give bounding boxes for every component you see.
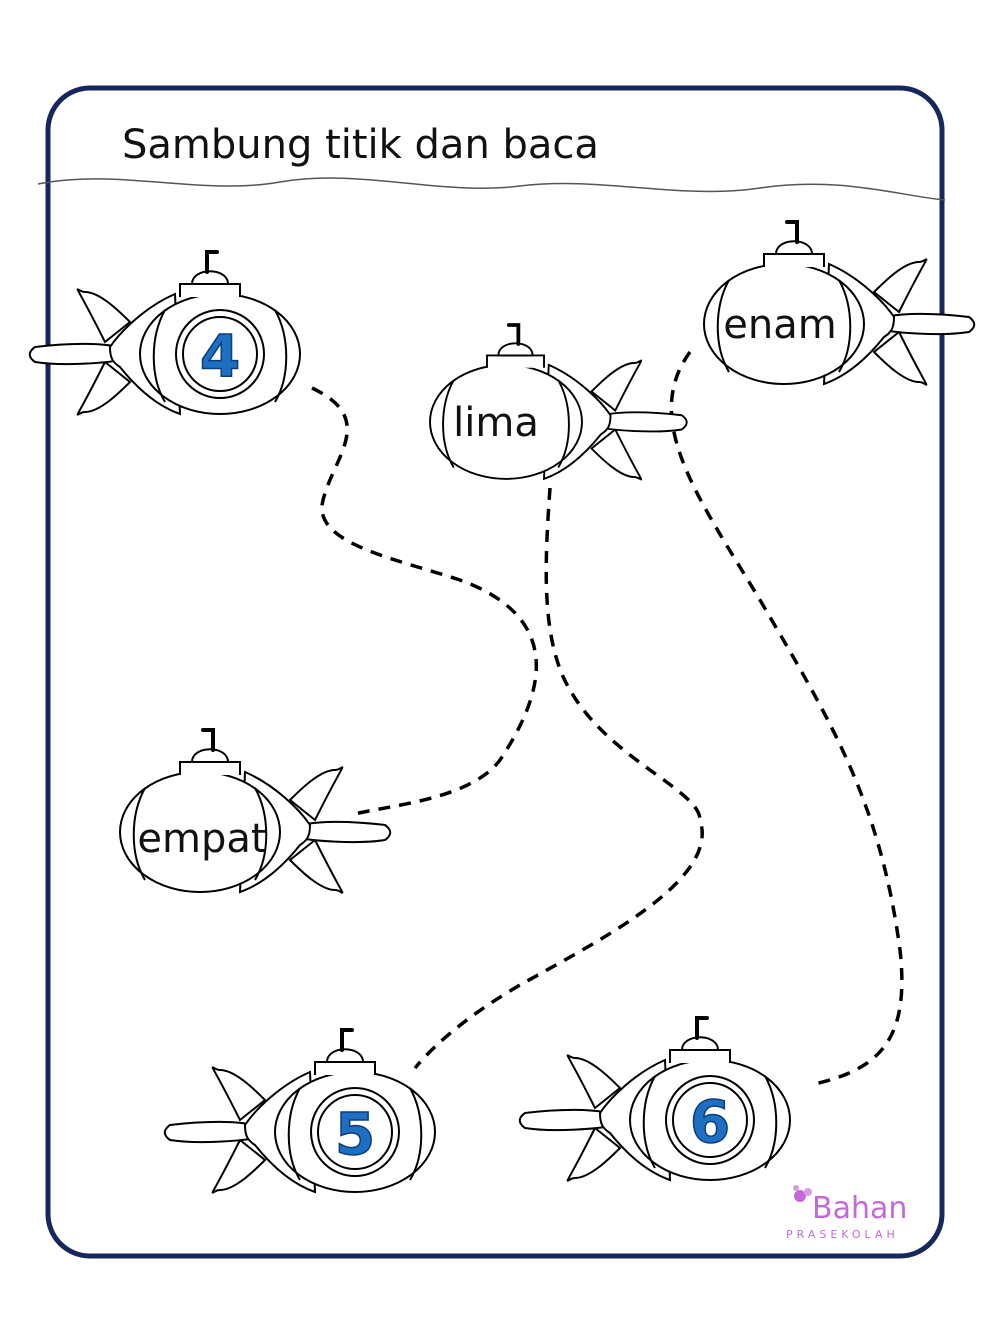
word-label: enam — [723, 302, 836, 348]
bahan-prasekolah-logo: Bahan PRASEKOLAH — [786, 1185, 907, 1241]
submarine-word-empat — [118, 728, 393, 895]
submarine-number-5: 5 — [162, 1028, 437, 1195]
logo-main-text: Bahan — [812, 1191, 907, 1226]
worksheet-frame — [45, 85, 945, 1259]
title-wave-divider — [37, 177, 946, 201]
porthole-inner — [182, 316, 258, 392]
connector-4-empat[interactable] — [311, 386, 539, 817]
submarine-number-4: 4 — [27, 250, 302, 417]
butterfly-icon — [793, 1185, 812, 1202]
dashed-connectors — [311, 350, 904, 1087]
word-label: lima — [453, 400, 539, 446]
connector-lima-5[interactable] — [413, 487, 704, 1070]
porthole-inner — [672, 1082, 748, 1158]
worksheet-title: Sambung titik dan baca — [122, 122, 599, 168]
number-label: 4 — [200, 322, 240, 390]
number-label: 5 — [335, 1100, 375, 1168]
porthole-inner — [317, 1094, 393, 1170]
submarine-number-6: 6 — [517, 1016, 792, 1183]
logo-sub-text: PRASEKOLAH — [786, 1228, 899, 1241]
number-label: 6 — [690, 1088, 730, 1156]
word-label: empat — [137, 816, 266, 862]
connector-enam-6[interactable] — [669, 350, 904, 1087]
